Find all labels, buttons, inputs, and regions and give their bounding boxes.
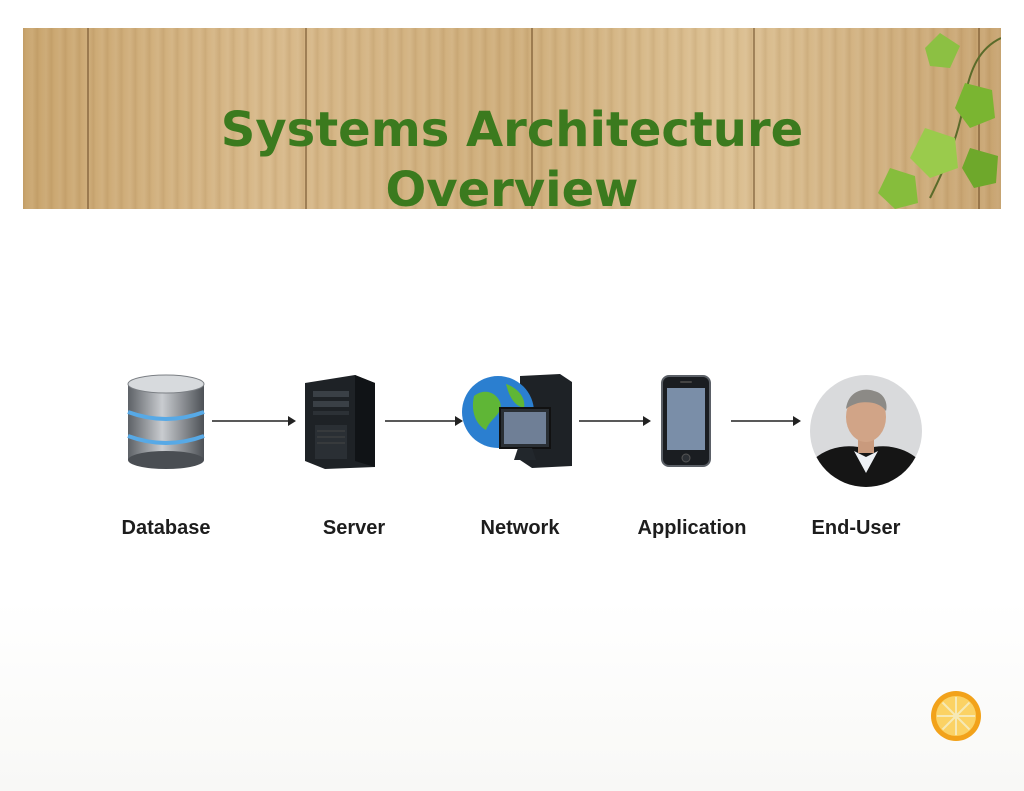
plank-seam [531, 28, 533, 209]
arrow-server-to-network [385, 416, 463, 426]
node-label-server: Server [322, 517, 386, 539]
database-icon [127, 374, 205, 469]
wood-banner [23, 28, 1001, 209]
smartphone-icon [661, 375, 711, 467]
node-label-database: Database [121, 517, 211, 539]
node-label-application: Application [637, 517, 747, 539]
node-label-end-user: End-User [811, 517, 901, 539]
ivy-leaves-icon [878, 33, 1001, 209]
plank-seam [753, 28, 755, 209]
orange-slice-icon [931, 691, 981, 741]
arrow-application-to-end-user [731, 416, 801, 426]
arrow-database-to-server [212, 416, 296, 426]
plank-seam [305, 28, 307, 209]
node-label-network: Network [480, 517, 560, 539]
arrow-network-to-application [579, 416, 651, 426]
plank-seam [87, 28, 89, 209]
server-tower-icon [305, 375, 375, 469]
globe-computer-icon [462, 374, 572, 468]
user-photo-icon [810, 375, 922, 487]
slide-title-line2: Overview [385, 162, 639, 218]
slide-title: Systems Architecture Overview [0, 100, 1024, 220]
slide-title-line1: Systems Architecture [220, 102, 804, 158]
paper-texture-background [0, 600, 1024, 791]
